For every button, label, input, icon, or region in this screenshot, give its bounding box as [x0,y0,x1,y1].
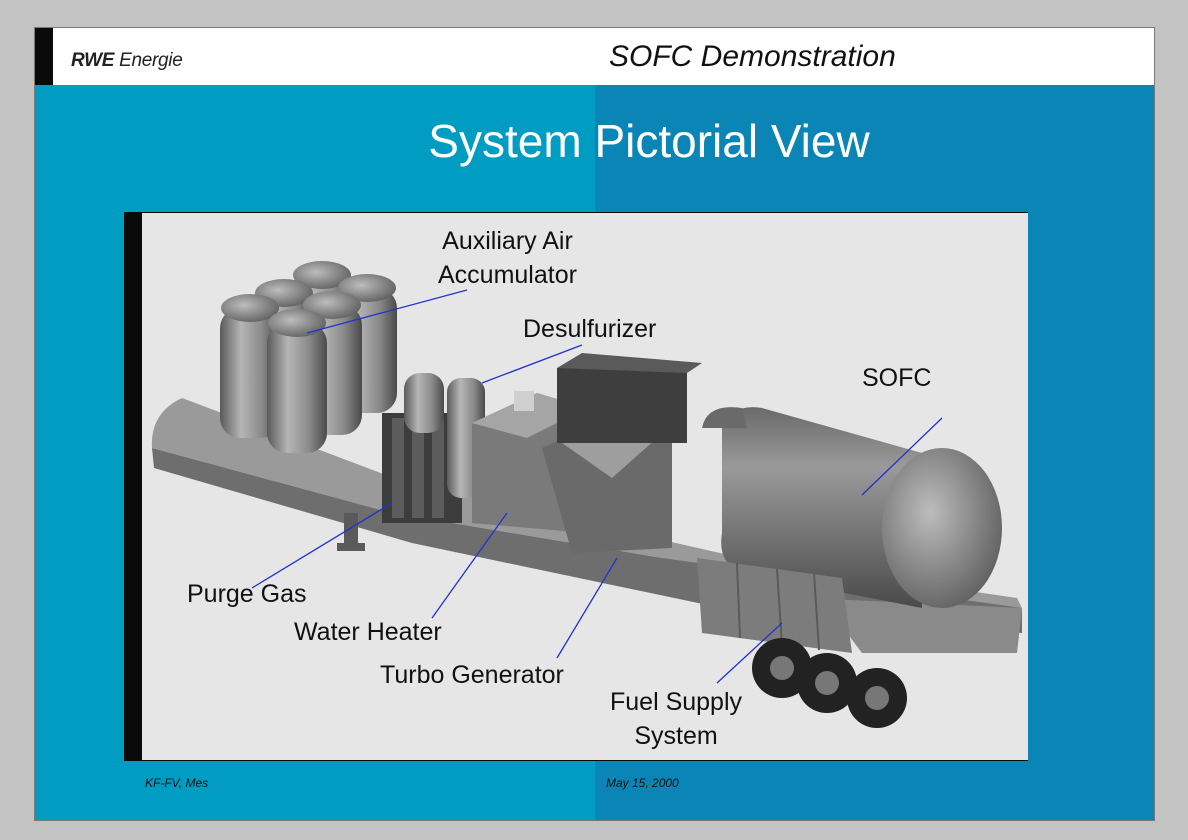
label-sofc: SOFC [862,364,932,392]
label-leader-lines [251,289,943,684]
slide-title: System Pictorial View [428,115,870,167]
slide: RWE Energie SOFC Demonstration System Pi… [34,27,1155,821]
footer-author: KF-FV, Mes [145,776,209,790]
fuel-supply-box [697,558,852,653]
sofc-tank [721,407,922,608]
label-fuel-supply-system: Fuel Supply System [610,688,743,750]
label-auxiliary-air-accumulator: Auxiliary Air Accumulator [438,227,577,289]
trailer-wheels [752,638,907,728]
system-illustration [142,213,1028,760]
label-turbo-generator: Turbo Generator [380,661,564,689]
header-bar: RWE Energie SOFC Demonstration [35,28,1154,85]
label-purge-gas: Purge Gas [187,580,307,608]
presentation-title: SOFC Demonstration [609,40,896,73]
label-water-heater: Water Heater [294,618,442,646]
air-accumulator-cylinders [220,261,397,453]
trailer-illustration [151,261,1023,728]
label-desulfurizer: Desulfurizer [523,315,657,343]
company-logo: RWE Energie [71,50,183,71]
footer-date: May 15, 2000 [606,776,679,790]
header-accent [35,28,53,85]
desulfurizer-vessel [404,373,444,433]
